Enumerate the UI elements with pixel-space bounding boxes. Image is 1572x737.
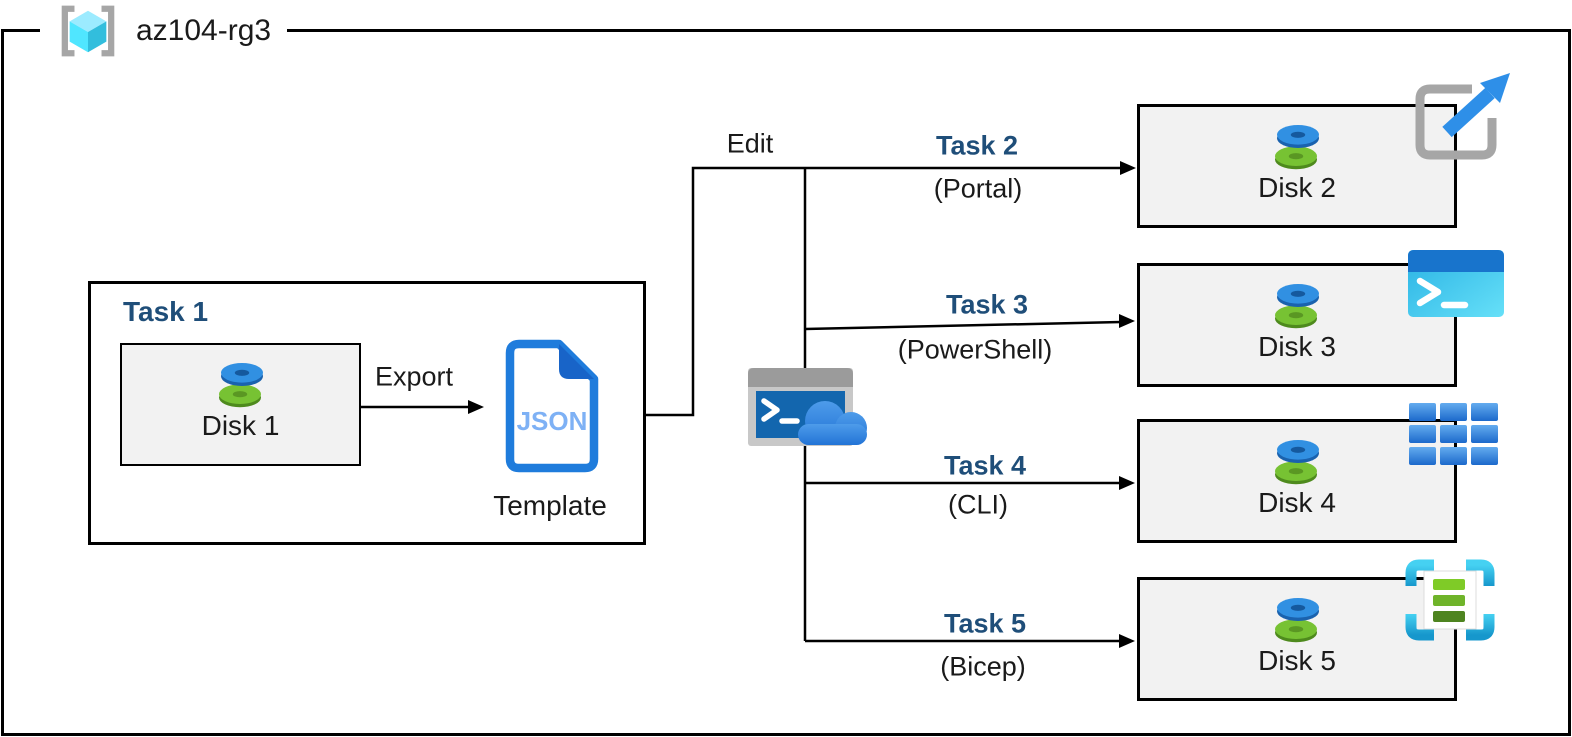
task3-method: (PowerShell) bbox=[897, 334, 1053, 365]
disk4-label: Disk 4 bbox=[1258, 487, 1336, 518]
disk3-box: Disk 3 bbox=[1137, 263, 1457, 387]
powershell-icon bbox=[1408, 250, 1504, 317]
bicep-template-icon bbox=[1405, 559, 1495, 641]
task4-method: (CLI) bbox=[948, 489, 1008, 520]
azure-portal-icon bbox=[1415, 73, 1510, 160]
disk-icon bbox=[1270, 593, 1324, 643]
disk2-box: Disk 2 bbox=[1137, 104, 1457, 228]
disk-icon bbox=[1270, 120, 1324, 170]
task4-label: Task 4 bbox=[943, 450, 1027, 481]
disk5-box: Disk 5 bbox=[1137, 577, 1457, 701]
resource-group-header: az104-rg3 bbox=[40, 2, 288, 60]
disk4-box: Disk 4 bbox=[1137, 419, 1457, 543]
task2-method: (Portal) bbox=[933, 173, 1023, 204]
disk-icon bbox=[1270, 435, 1324, 485]
azure-cli-icon bbox=[1409, 403, 1498, 465]
disk-icon bbox=[214, 358, 268, 408]
cloud-shell-icon bbox=[748, 368, 867, 446]
task5-method: (Bicep) bbox=[940, 651, 1026, 682]
disk2-label: Disk 2 bbox=[1258, 172, 1336, 203]
json-document-icon: JSON bbox=[505, 339, 599, 473]
resource-group-frame bbox=[1, 29, 1571, 736]
resource-group-icon bbox=[61, 5, 115, 57]
disk3-label: Disk 3 bbox=[1258, 331, 1336, 362]
export-label: Export bbox=[374, 361, 454, 392]
disk1-box: Disk 1 bbox=[120, 343, 361, 466]
task1-label: Task 1 bbox=[123, 296, 209, 327]
edit-label: Edit bbox=[726, 128, 774, 159]
template-caption: Template bbox=[493, 490, 607, 521]
task5-label: Task 5 bbox=[943, 608, 1027, 639]
disk5-label: Disk 5 bbox=[1258, 645, 1336, 676]
disk-icon bbox=[1270, 279, 1324, 329]
resource-group-name: az104-rg3 bbox=[136, 14, 272, 47]
task2-label: Task 2 bbox=[935, 130, 1019, 161]
json-doc-text: JSON bbox=[517, 406, 588, 436]
task3-label: Task 3 bbox=[945, 289, 1029, 320]
disk1-label: Disk 1 bbox=[201, 410, 280, 441]
